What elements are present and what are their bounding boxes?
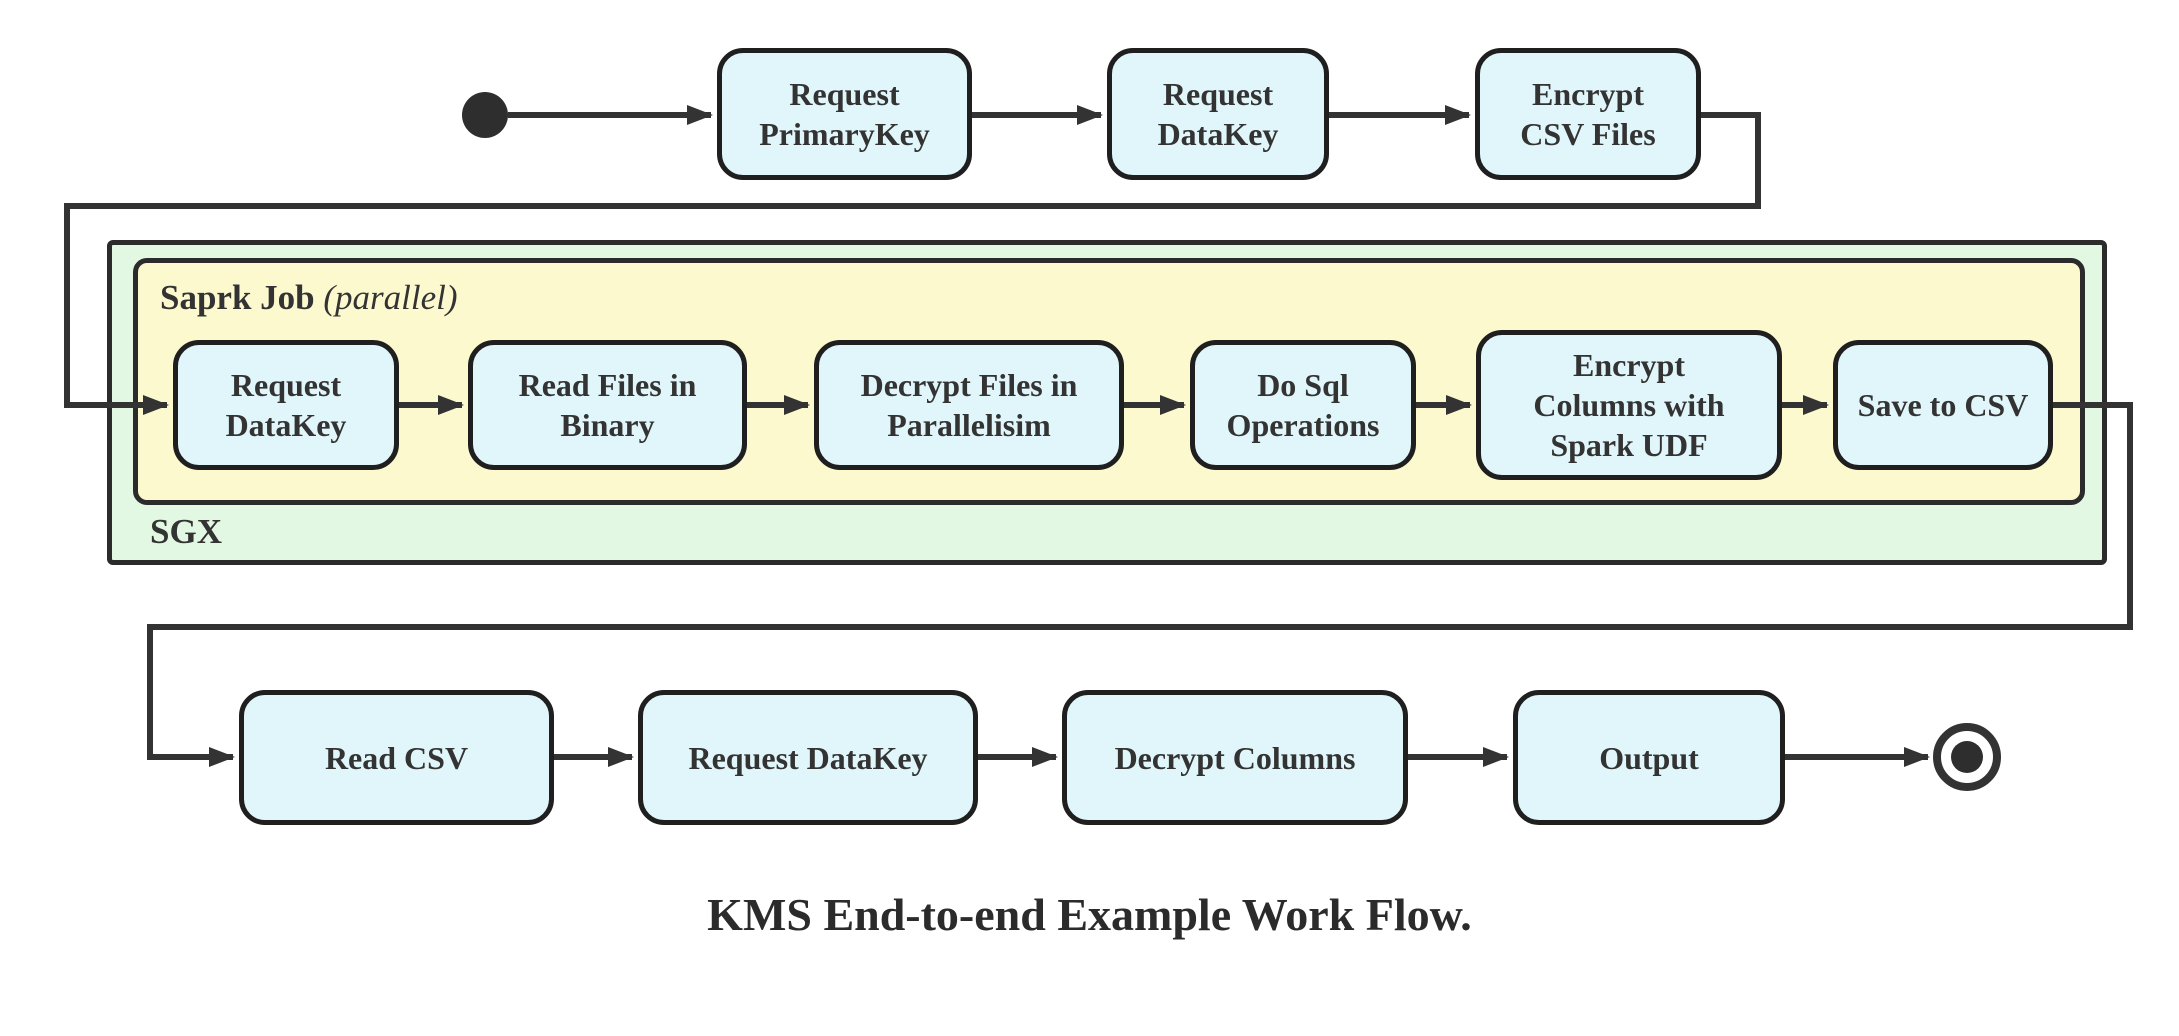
node-request-datakey-top: Request DataKey <box>1107 48 1329 180</box>
node-save-to-csv: Save to CSV <box>1833 340 2053 470</box>
spark-job-parallel-qualifier: (parallel) <box>323 278 458 317</box>
spark-job-label-text: Saprk Job <box>160 278 315 317</box>
end-state-icon <box>1933 723 2001 791</box>
node-do-sql-operations: Do Sql Operations <box>1190 340 1416 470</box>
spark-job-group-label: Saprk Job (parallel) <box>160 278 458 318</box>
node-read-csv: Read CSV <box>239 690 554 825</box>
node-request-primarykey: Request PrimaryKey <box>717 48 972 180</box>
start-state-icon <box>462 92 508 138</box>
node-read-files-in-binary: Read Files in Binary <box>468 340 747 470</box>
node-output: Output <box>1513 690 1785 825</box>
node-request-datakey-bottom: Request DataKey <box>638 690 978 825</box>
node-encrypt-columns-with-spark-udf: Encrypt Columns with Spark UDF <box>1476 330 1782 480</box>
node-decrypt-columns: Decrypt Columns <box>1062 690 1408 825</box>
sgx-group-label: SGX <box>150 512 222 551</box>
diagram-caption: KMS End-to-end Example Work Flow. <box>707 889 1472 940</box>
node-encrypt-csv-files: Encrypt CSV Files <box>1475 48 1701 180</box>
node-request-datakey-sgx: Request DataKey <box>173 340 399 470</box>
node-decrypt-files-in-parallelisim: Decrypt Files in Parallelisim <box>814 340 1124 470</box>
